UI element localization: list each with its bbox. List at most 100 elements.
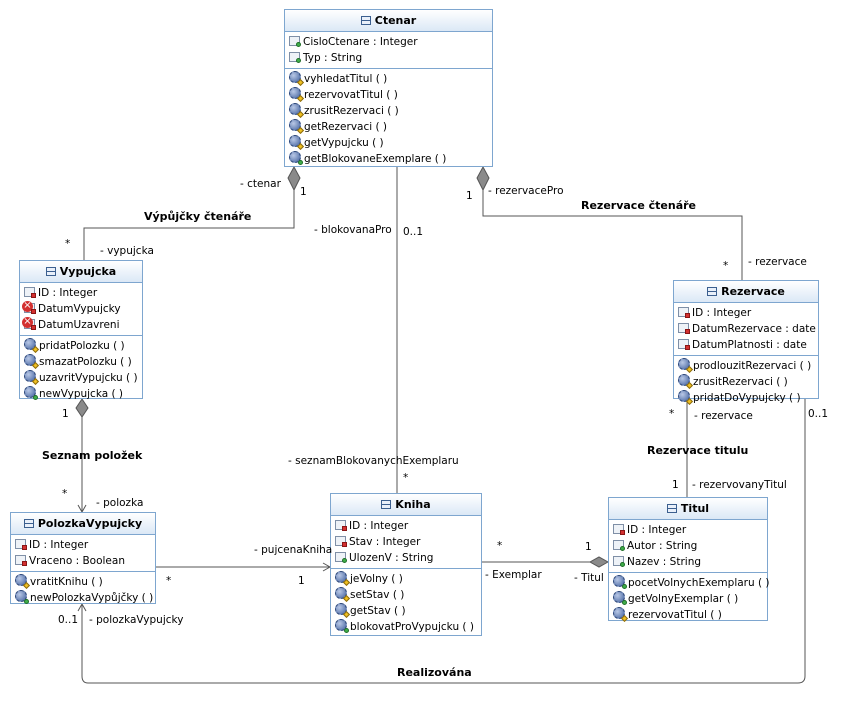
operation-row[interactable]: zrusitRezervaci ( ) xyxy=(285,103,492,119)
attribute-row[interactable]: ID : Integer xyxy=(609,522,767,538)
private-attribute-icon xyxy=(15,555,27,566)
operations-compartment: vratitKnihu ( ) newPolozkaVypůjčky ( ) xyxy=(11,571,155,608)
operation-row[interactable]: uzavritVypujcku ( ) xyxy=(20,370,142,386)
attribute-row[interactable]: DatumVypujcky xyxy=(20,301,142,317)
operation-row[interactable]: newVypujcka ( ) xyxy=(20,386,142,402)
multiplicity-label: * xyxy=(62,488,68,500)
operation-text: rezervovatTitul ( ) xyxy=(304,89,398,101)
role-label: - vypujcka xyxy=(100,245,154,257)
operation-text: blokovatProVypujcku ( ) xyxy=(350,621,474,633)
assoc-realizovana-line xyxy=(81,399,806,684)
operation-row[interactable]: jeVolny ( ) xyxy=(331,571,481,587)
operation-row[interactable]: getVypujcku ( ) xyxy=(285,135,492,151)
operation-text: getRezervaci ( ) xyxy=(304,121,388,133)
operation-text: pridatDoVypujcky ( ) xyxy=(693,392,801,404)
attribute-row[interactable]: Stav : Integer xyxy=(331,534,481,550)
operation-text: rezervovatTitul ( ) xyxy=(628,609,722,621)
composition-diamond xyxy=(588,556,610,568)
attribute-row[interactable]: UlozenV : String xyxy=(331,550,481,566)
class-header: Rezervace xyxy=(674,281,818,303)
operation-text: smazatPolozku ( ) xyxy=(39,356,132,368)
protected-operation-icon xyxy=(613,607,625,619)
protected-operation-icon xyxy=(289,135,301,147)
operation-row[interactable]: pridatPolozku ( ) xyxy=(20,338,142,354)
multiplicity-label: * xyxy=(723,260,729,272)
role-label: - rezervovanyTitul xyxy=(692,479,787,491)
class-vypujcka[interactable]: Vypujcka ID : Integer DatumVypujcky Datu… xyxy=(19,260,143,402)
operation-row[interactable]: pocetVolnychExemplaru ( ) xyxy=(609,575,770,591)
attribute-row[interactable]: ID : Integer xyxy=(674,305,818,321)
attribute-row[interactable]: DatumPlatnosti : date xyxy=(674,337,818,353)
attributes-compartment: ID : Integer Vraceno : Boolean xyxy=(11,535,155,571)
operation-text: zrusitRezervaci ( ) xyxy=(304,105,399,117)
operation-row[interactable]: getStav ( ) xyxy=(331,603,481,619)
class-polozka-vypujcky[interactable]: PolozkaVypujcky ID : Integer Vraceno : B… xyxy=(10,512,156,604)
protected-operation-icon xyxy=(678,374,690,386)
class-icon xyxy=(360,16,371,25)
public-operation-icon xyxy=(613,575,627,589)
protected-operation-icon xyxy=(335,603,347,615)
attribute-row[interactable]: DatumUzavreni xyxy=(20,317,142,333)
association-name: Výpůjčky čtenáře xyxy=(144,210,252,223)
operation-row[interactable]: blokovatProVypujcku ( ) xyxy=(331,619,481,635)
private-attribute-icon xyxy=(678,339,690,350)
attribute-row[interactable]: Vraceno : Boolean xyxy=(11,553,155,569)
operation-row[interactable]: getBlokovaneExemplare ( ) xyxy=(285,151,492,167)
operation-row[interactable]: getVolnyExemplar ( ) xyxy=(609,591,767,607)
multiplicity-label: * xyxy=(65,238,71,250)
operation-row[interactable]: rezervovatTitul ( ) xyxy=(609,607,767,623)
multiplicity-label: 0..1 xyxy=(808,408,829,420)
operation-row[interactable]: zrusitRezervaci ( ) xyxy=(674,374,818,390)
class-rezervace[interactable]: Rezervace ID : Integer DatumRezervace : … xyxy=(673,280,819,404)
protected-operation-icon xyxy=(335,587,347,599)
public-operation-icon xyxy=(24,386,38,400)
operation-row[interactable]: vyhledatTitul ( ) xyxy=(285,71,492,87)
attribute-row[interactable]: ID : Integer xyxy=(20,285,142,301)
operation-row[interactable]: setStav ( ) xyxy=(331,587,481,603)
class-name: Titul xyxy=(680,502,710,515)
role-label: - seznamBlokovanychExemplaru xyxy=(288,455,459,467)
class-name: PolozkaVypujcky xyxy=(37,517,143,530)
operation-text: getVolnyExemplar ( ) xyxy=(628,593,739,605)
multiplicity-label: * xyxy=(669,408,675,420)
operation-row[interactable]: pridatDoVypujcky ( ) xyxy=(674,390,818,406)
attribute-text: Nazev : String xyxy=(627,556,702,568)
private-attribute-icon xyxy=(335,520,347,531)
role-label: - pujcenaKniha xyxy=(254,544,333,556)
attribute-text: ID : Integer xyxy=(29,539,89,551)
private-attribute-icon xyxy=(24,287,36,298)
operation-row[interactable]: rezervovatTitul ( ) xyxy=(285,87,492,103)
attribute-text: Autor : String xyxy=(627,540,698,552)
operation-row[interactable]: getRezervaci ( ) xyxy=(285,119,492,135)
composition-diamond xyxy=(287,165,301,192)
attribute-row[interactable]: CisloCtenare : Integer xyxy=(285,34,492,50)
attribute-row[interactable]: ID : Integer xyxy=(11,537,155,553)
public-attribute-icon xyxy=(335,552,347,563)
attribute-row[interactable]: Nazev : String xyxy=(609,554,767,570)
protected-operation-icon xyxy=(289,119,301,131)
class-titul[interactable]: Titul ID : Integer Autor : String Nazev … xyxy=(608,497,770,623)
operation-row[interactable]: newPolozkaVypůjčky ( ) xyxy=(11,590,155,606)
attribute-text: DatumPlatnosti : date xyxy=(692,339,807,351)
role-label: - polozkaVypujcky xyxy=(89,614,184,626)
role-label: - Exemplar xyxy=(485,569,542,581)
attribute-text: Vraceno : Boolean xyxy=(29,555,125,567)
attribute-text: Stav : Integer xyxy=(349,536,421,548)
operation-text: pocetVolnychExemplaru ( ) xyxy=(628,577,770,589)
attribute-row[interactable]: DatumRezervace : date xyxy=(674,321,818,337)
class-ctenar[interactable]: Ctenar CisloCtenare : Integer Typ : Stri… xyxy=(284,9,493,167)
public-attribute-icon xyxy=(289,52,301,63)
attribute-row[interactable]: Autor : String xyxy=(609,538,767,554)
class-kniha[interactable]: Kniha ID : Integer Stav : Integer Ulozen… xyxy=(330,493,482,636)
attribute-row[interactable]: Typ : String xyxy=(285,50,492,66)
operation-row[interactable]: vratitKnihu ( ) xyxy=(11,574,155,590)
attribute-text: ID : Integer xyxy=(38,287,98,299)
multiplicity-label: 1 xyxy=(672,479,679,491)
protected-operation-icon xyxy=(289,103,301,115)
operation-row[interactable]: smazatPolozku ( ) xyxy=(20,354,142,370)
operation-row[interactable]: prodlouzitRezervaci ( ) xyxy=(674,358,818,374)
class-icon xyxy=(45,267,56,276)
class-name: Vypujcka xyxy=(59,265,117,278)
attribute-row[interactable]: ID : Integer xyxy=(331,518,481,534)
